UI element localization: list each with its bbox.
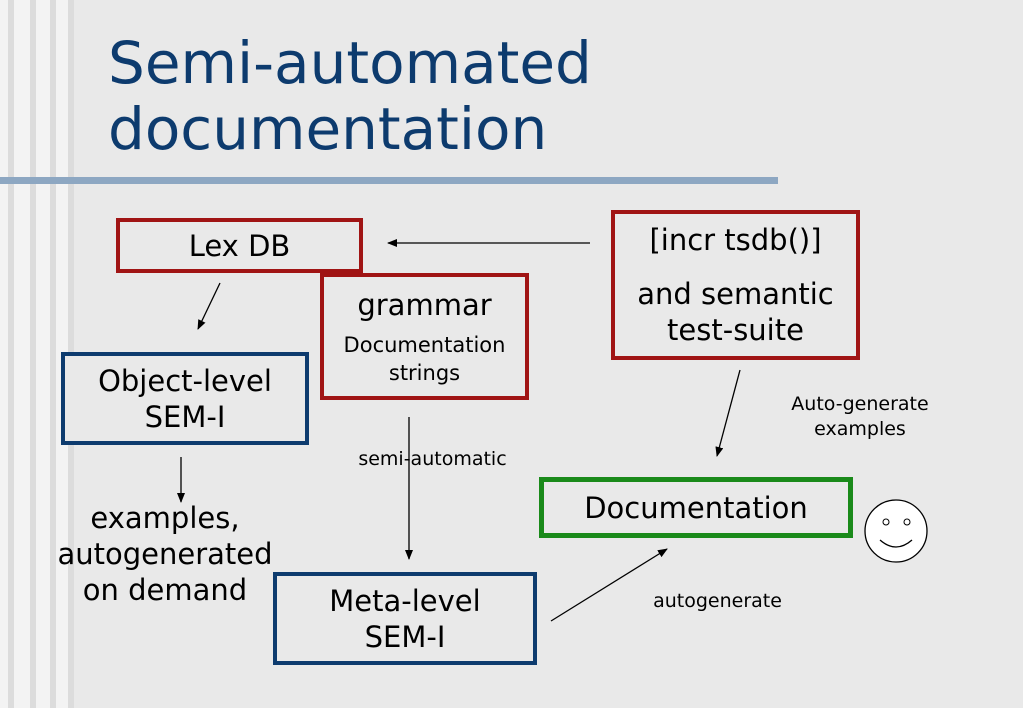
node-lex-db-label: Lex DB <box>188 228 291 263</box>
node-tsdb-line-1: [incr tsdb()] <box>649 223 822 257</box>
arrow-lexdb-to-object-semi <box>197 282 221 330</box>
node-object-level-semi-line-2: SEM-I <box>144 399 226 434</box>
node-grammar: grammar Documentation strings <box>320 273 529 400</box>
title-line-2: documentation <box>108 95 548 163</box>
edge-label-autogenerate: autogenerate <box>653 590 782 612</box>
node-examples: examples, autogenerated on demand <box>40 500 290 608</box>
node-grammar-title: grammar <box>357 287 492 322</box>
page-title: Semi-automated documentation <box>108 30 808 162</box>
node-meta-level-semi: Meta-level SEM-I <box>273 572 537 665</box>
arrow-meta-semi-to-documentation <box>550 548 668 622</box>
node-object-level-semi-line-1: Object-level <box>98 363 272 398</box>
node-examples-line-1: examples, <box>90 501 240 535</box>
node-documentation-label: Documentation <box>584 490 808 525</box>
title-divider <box>0 177 778 184</box>
edge-label-auto-generate-examples: Auto-generate examples <box>770 392 950 442</box>
node-documentation: Documentation <box>539 477 853 538</box>
arrow-tsdb-to-documentation <box>715 369 741 457</box>
node-grammar-sub-line-2: strings <box>388 360 461 385</box>
node-lex-db: Lex DB <box>116 218 363 273</box>
title-line-1: Semi-automated <box>108 29 592 97</box>
edge-label-auto-generate-line-2: examples <box>814 418 906 440</box>
node-meta-level-semi-line-1: Meta-level <box>329 583 481 618</box>
node-meta-level-semi-line-2: SEM-I <box>364 619 446 654</box>
edge-label-auto-generate-line-1: Auto-generate <box>791 393 929 415</box>
node-tsdb-line-2: and semantic <box>637 277 834 311</box>
node-object-level-semi: Object-level SEM-I <box>61 352 309 445</box>
node-examples-line-2: autogenerated <box>57 537 273 571</box>
node-tsdb: [incr tsdb()] and semantic test-suite <box>611 210 860 360</box>
smiley-face-icon <box>864 499 928 563</box>
node-tsdb-line-3: test-suite <box>667 313 804 347</box>
edge-label-semi-automatic: semi-automatic <box>358 448 507 470</box>
node-grammar-sub-line-1: Documentation <box>343 332 506 357</box>
node-examples-line-3: on demand <box>82 573 248 607</box>
